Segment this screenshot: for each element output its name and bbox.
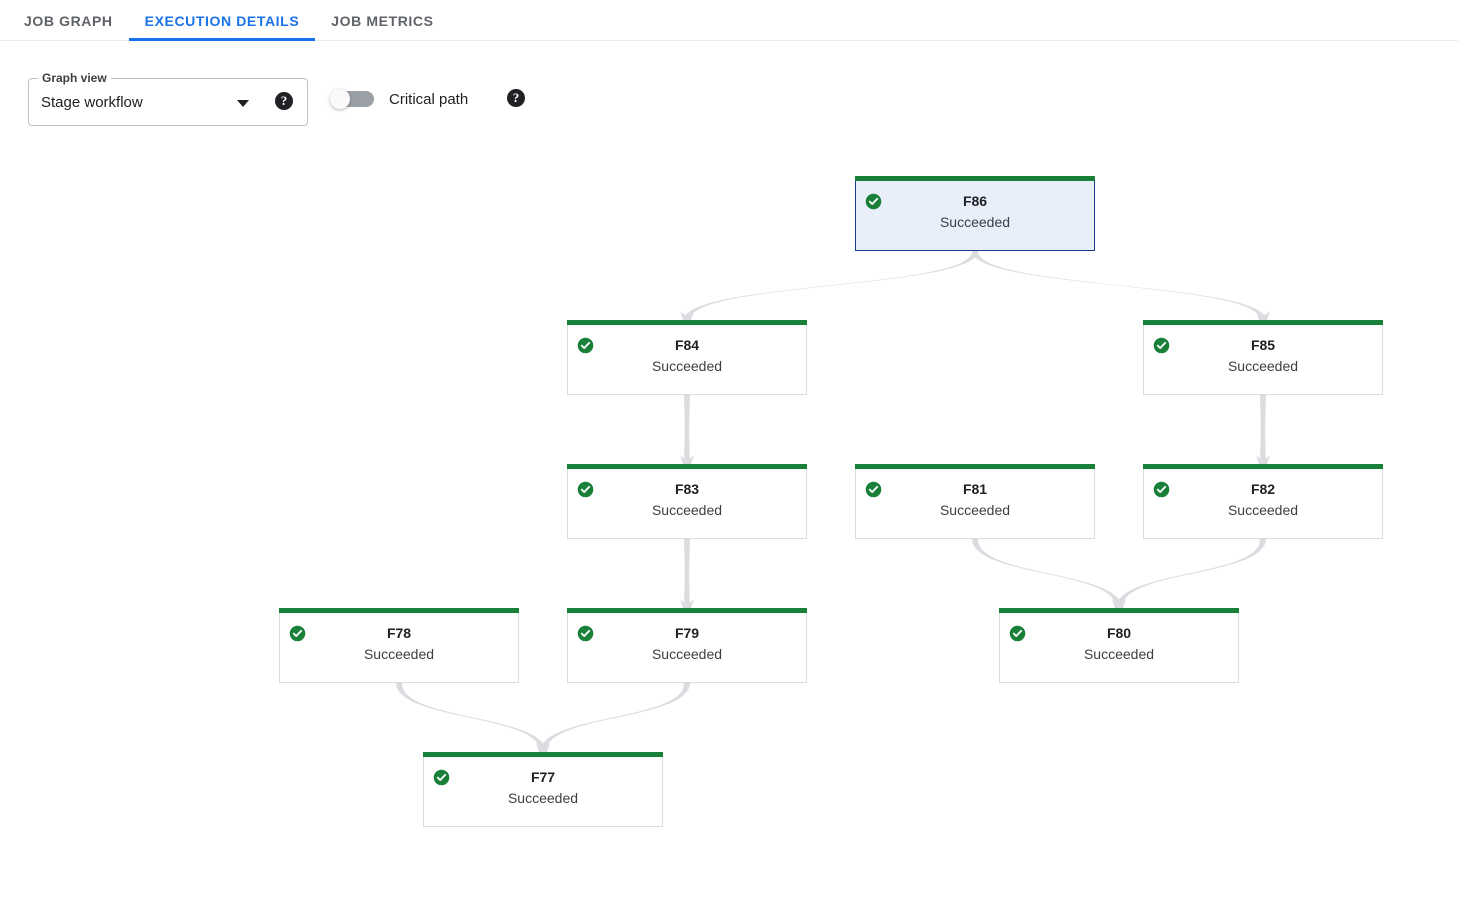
- graph-edge-f85-f82: [1260, 395, 1266, 464]
- check-circle-icon: [865, 193, 882, 210]
- node-name: F81: [962, 481, 988, 497]
- node-name: F82: [1250, 481, 1276, 497]
- node-name: F80: [1106, 625, 1132, 641]
- node-status: Succeeded: [651, 502, 723, 518]
- node-status: Succeeded: [507, 790, 579, 806]
- chevron-down-icon[interactable]: [237, 100, 249, 107]
- node-status-bar: [855, 176, 1095, 181]
- node-status: Succeeded: [1227, 502, 1299, 518]
- graph-edge-f86-f85: [972, 251, 1266, 320]
- node-name: F85: [1250, 337, 1276, 353]
- graph-edge-f83-f79: [684, 539, 690, 608]
- graph-edge-f81-f80: [972, 539, 1122, 608]
- node-status: Succeeded: [651, 358, 723, 374]
- node-status-bar: [279, 608, 519, 613]
- edge-arrow-icon: [680, 455, 694, 464]
- node-status-bar: [423, 752, 663, 757]
- check-circle-icon: [577, 481, 594, 498]
- critical-path-help-icon[interactable]: ?: [507, 89, 525, 107]
- check-circle-icon: [1009, 625, 1026, 642]
- node-status-bar: [1143, 320, 1383, 325]
- graph-edge-f79-f77: [540, 683, 690, 752]
- edge-arrow-icon: [1256, 311, 1270, 320]
- node-status: Succeeded: [651, 646, 723, 662]
- edge-arrow-icon: [1112, 599, 1126, 608]
- node-name: F79: [674, 625, 700, 641]
- graph-edge-f86-f84: [684, 251, 978, 320]
- graph-toolbar: Graph view Stage workflow ? Critical pat…: [0, 41, 1458, 141]
- graph-edge-f78-f77: [396, 683, 546, 752]
- node-status-bar: [855, 464, 1095, 469]
- node-status: Succeeded: [1083, 646, 1155, 662]
- node-name: F77: [530, 769, 556, 785]
- node-status: Succeeded: [1227, 358, 1299, 374]
- check-circle-icon: [865, 481, 882, 498]
- tab-label: EXECUTION DETAILS: [144, 12, 300, 29]
- graph-edge-f82-f80: [1116, 539, 1266, 608]
- node-status: Succeeded: [939, 214, 1011, 230]
- check-circle-icon: [1153, 481, 1170, 498]
- tab-job-graph[interactable]: JOB GRAPH: [8, 0, 129, 41]
- check-circle-icon: [289, 625, 306, 642]
- graph-view-value: Stage workflow: [41, 94, 143, 111]
- node-status-bar: [567, 608, 807, 613]
- node-status: Succeeded: [939, 502, 1011, 518]
- graph-view-label: Graph view: [38, 71, 111, 85]
- node-name: F86: [962, 193, 988, 209]
- critical-path-toggle-row: Critical path: [330, 85, 468, 113]
- edge-arrow-icon: [536, 743, 550, 752]
- edge-arrow-icon: [536, 743, 550, 752]
- critical-path-label: Critical path: [389, 90, 469, 108]
- node-name: F84: [674, 337, 700, 353]
- edge-arrow-icon: [680, 599, 694, 608]
- node-status-bar: [999, 608, 1239, 613]
- node-name: F78: [386, 625, 412, 641]
- node-status: Succeeded: [363, 646, 435, 662]
- node-status-bar: [567, 320, 807, 325]
- check-circle-icon: [577, 625, 594, 642]
- toggle-knob: [330, 89, 350, 109]
- tab-label: JOB GRAPH: [24, 12, 113, 29]
- node-status-bar: [1143, 464, 1383, 469]
- check-circle-icon: [1153, 337, 1170, 354]
- graph-view-select[interactable]: Graph view Stage workflow: [28, 71, 308, 126]
- graph-view-help-icon[interactable]: ?: [275, 92, 293, 110]
- edge-arrow-icon: [1256, 455, 1270, 464]
- node-status-bar: [567, 464, 807, 469]
- graph-edge-f84-f83: [684, 395, 690, 464]
- tab-bar: JOB GRAPH EXECUTION DETAILS JOB METRICS: [0, 0, 1458, 41]
- tab-execution-details[interactable]: EXECUTION DETAILS: [128, 0, 316, 41]
- edge-arrow-icon: [680, 311, 694, 320]
- check-circle-icon: [577, 337, 594, 354]
- node-name: F83: [674, 481, 700, 497]
- critical-path-toggle[interactable]: [330, 89, 374, 109]
- edge-arrow-icon: [1112, 599, 1126, 608]
- check-circle-icon: [433, 769, 450, 786]
- tab-label: JOB METRICS: [331, 12, 434, 29]
- tab-job-metrics[interactable]: JOB METRICS: [315, 0, 449, 41]
